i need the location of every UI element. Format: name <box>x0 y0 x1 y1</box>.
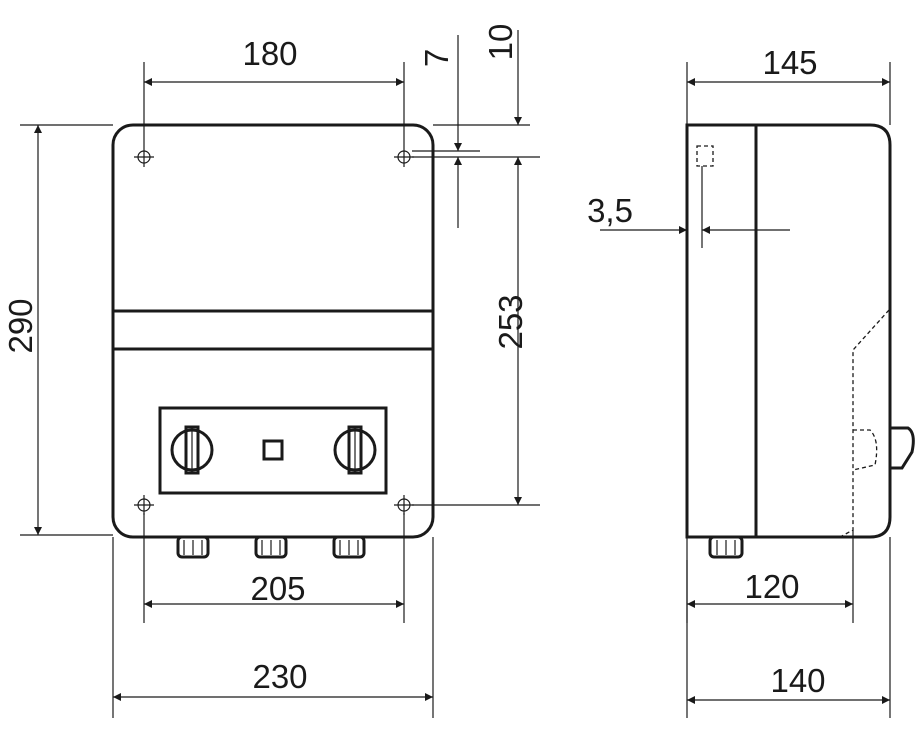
mount-hole-top-right-icon <box>394 147 414 167</box>
enclosure-side <box>685 123 892 539</box>
dimension-180: 180 <box>143 35 405 147</box>
hidden-latch-detail <box>852 429 878 471</box>
dimension-145: 145 <box>686 44 891 125</box>
dim-label-180: 180 <box>242 35 297 72</box>
dimension-253: 253 <box>412 157 540 506</box>
mount-hole-bottom-left-icon <box>134 495 154 515</box>
dimension-120: 120 <box>686 530 854 623</box>
dim-label-3-5: 3,5 <box>587 192 633 229</box>
indicator-lamp <box>262 439 284 461</box>
control-panel <box>158 406 388 495</box>
dim-label-120: 120 <box>744 568 799 605</box>
hidden-screw-icon <box>696 145 714 248</box>
cable-gland-right-icon <box>332 535 366 559</box>
mount-hole-bottom-right-icon <box>394 495 414 515</box>
knob-left-icon <box>170 425 214 475</box>
cable-gland-side-icon <box>708 535 744 559</box>
dimension-205: 205 <box>143 513 405 623</box>
dim-label-10: 10 <box>482 24 519 61</box>
dim-label-7: 7 <box>418 49 455 67</box>
front-view: 180 7 10 290 253 <box>2 24 540 718</box>
cable-gland-middle-icon <box>254 535 288 559</box>
dim-label-290: 290 <box>2 298 39 353</box>
dimension-7-10: 7 10 <box>412 24 540 228</box>
knob-right-icon <box>333 425 377 475</box>
dimension-290: 290 <box>2 124 113 536</box>
dim-label-145: 145 <box>762 44 817 81</box>
dimension-140: 140 <box>686 537 891 718</box>
cable-gland-left-icon <box>176 535 210 559</box>
dim-label-205: 205 <box>250 570 305 607</box>
dim-label-253: 253 <box>492 294 529 349</box>
mount-hole-top-left-icon <box>134 147 154 167</box>
dimension-230: 230 <box>112 537 434 718</box>
dim-label-230: 230 <box>252 658 307 695</box>
side-view: 145 3,5 120 140 <box>587 44 915 718</box>
latch-clip-icon <box>888 426 915 470</box>
hidden-latch-profile <box>839 309 890 538</box>
dim-label-140: 140 <box>770 662 825 699</box>
dimension-3-5: 3,5 <box>587 192 790 234</box>
